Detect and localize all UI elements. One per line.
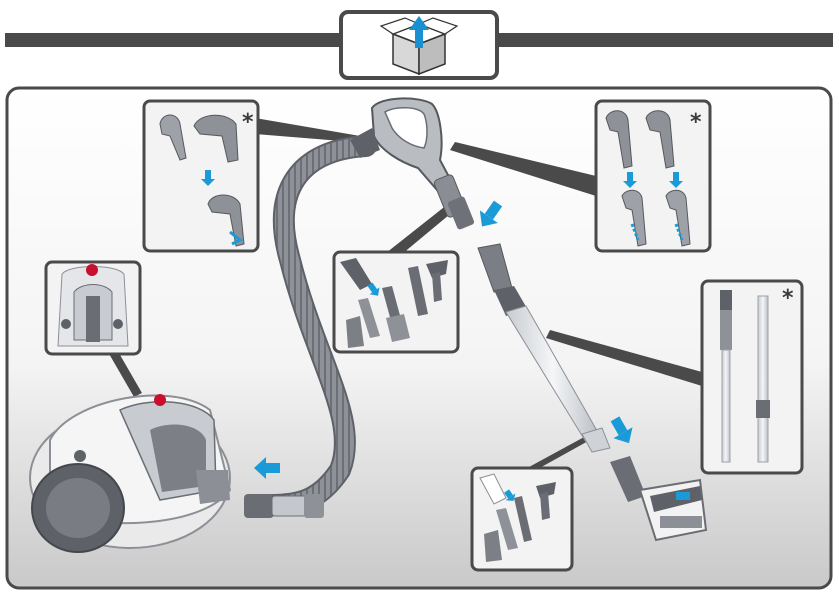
arrow-down-icon: [367, 282, 380, 296]
arrow-down-icon: [504, 489, 516, 501]
optional-marker: *: [242, 110, 254, 135]
optional-marker: *: [782, 286, 794, 311]
callout-tube-options: *: [700, 279, 804, 475]
optional-marker: *: [690, 110, 702, 135]
callout-leaders: [108, 118, 702, 480]
unbox-icon: [379, 16, 459, 76]
arrow-down-icon: [610, 416, 633, 444]
arrow-down-icon: [479, 200, 503, 227]
hose-connector: [244, 494, 324, 518]
callout-nozzle-tools: [470, 466, 574, 572]
flexible-hose: [259, 135, 377, 516]
callout-vacuum-top: [44, 260, 142, 356]
unbox-arrow-icon: [409, 16, 429, 48]
floor-nozzle: [610, 456, 708, 542]
arrow-down-icon: [669, 172, 683, 188]
vacuum-cleaner-body: [29, 394, 232, 553]
hose-handle: [350, 97, 475, 230]
arrow-down-icon: [623, 172, 637, 188]
callout-hose-grip: *: [594, 99, 712, 253]
arrow-left-icon: [254, 457, 280, 479]
callout-handle-swap: *: [142, 99, 260, 253]
direction-arrows: [254, 200, 633, 479]
arrow-down-icon: [201, 170, 215, 186]
telescopic-tube: [477, 243, 611, 453]
callout-accessory-tools: [332, 250, 460, 354]
